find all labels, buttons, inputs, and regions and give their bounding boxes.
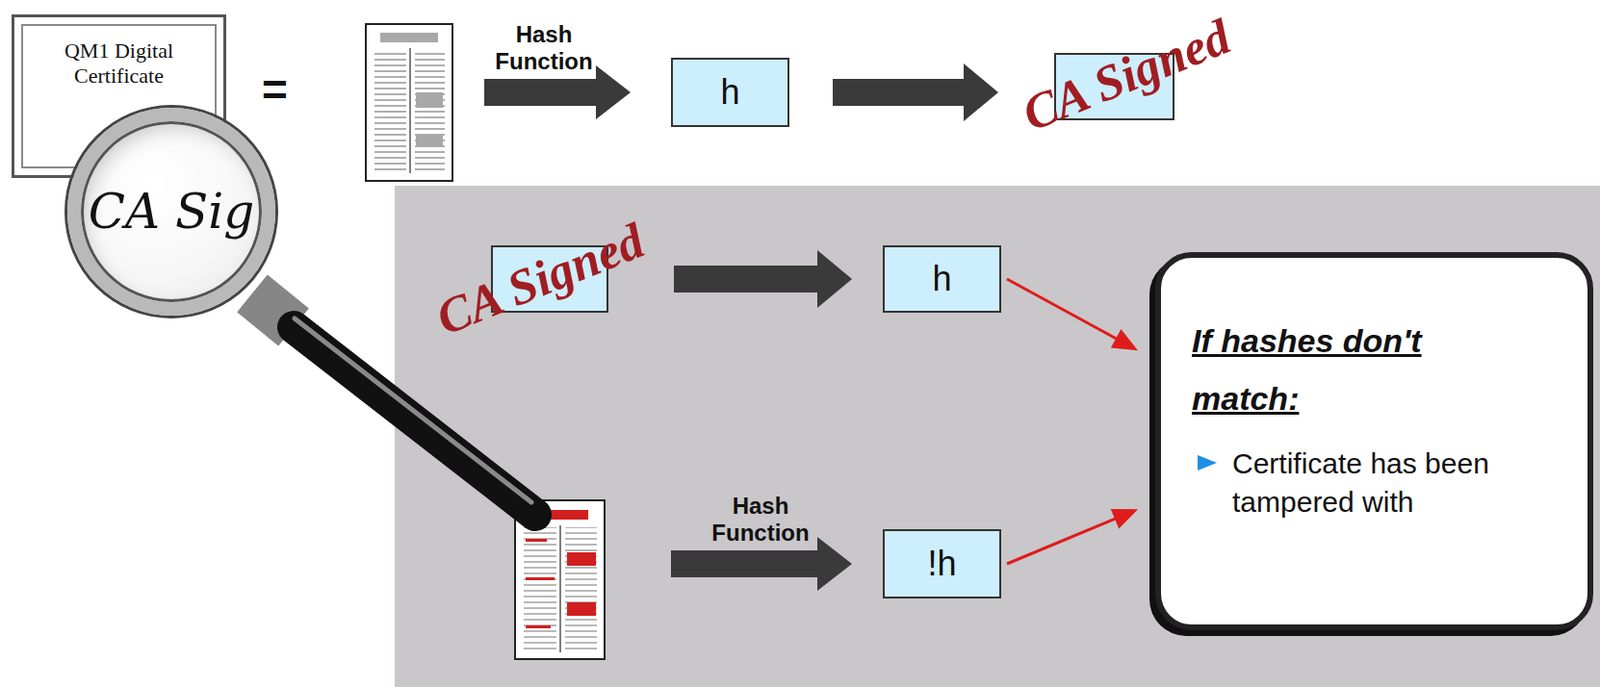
node-text: CA Sig [88, 183, 256, 240]
arrow-label: Hash Function [693, 492, 828, 547]
magnifier-lens: CA Sig [67, 107, 276, 316]
document-icon [365, 24, 453, 181]
node-text: If hashes don't match: [1191, 311, 1481, 428]
node-text: !h [919, 543, 964, 585]
grey-panel [394, 185, 1600, 687]
node-text: CA Signed [1013, 7, 1238, 143]
red-arrow [1006, 279, 1138, 351]
arrow-label: Hash Function [476, 21, 612, 76]
hash-box: h [882, 245, 1002, 313]
hash-box: h [670, 57, 790, 128]
node-text: h [712, 72, 748, 113]
node-text: h [924, 258, 959, 300]
node-text: QM1 Digital Certificate [25, 38, 212, 89]
result-callout: If hashes don't match: Certificate has be… [1155, 252, 1594, 631]
block-arrow [673, 250, 852, 309]
block-arrow [832, 63, 999, 122]
hash-box: !h [882, 529, 1002, 599]
hash-arrow [484, 65, 852, 592]
node-body: Certificate has been tampered with [1191, 444, 1512, 522]
equals-sign: = [261, 63, 288, 116]
red-arrow [1006, 509, 1138, 565]
signed-hash-box: CA Signed [490, 245, 609, 313]
signed-hash-box: CA Signed [1054, 52, 1175, 121]
